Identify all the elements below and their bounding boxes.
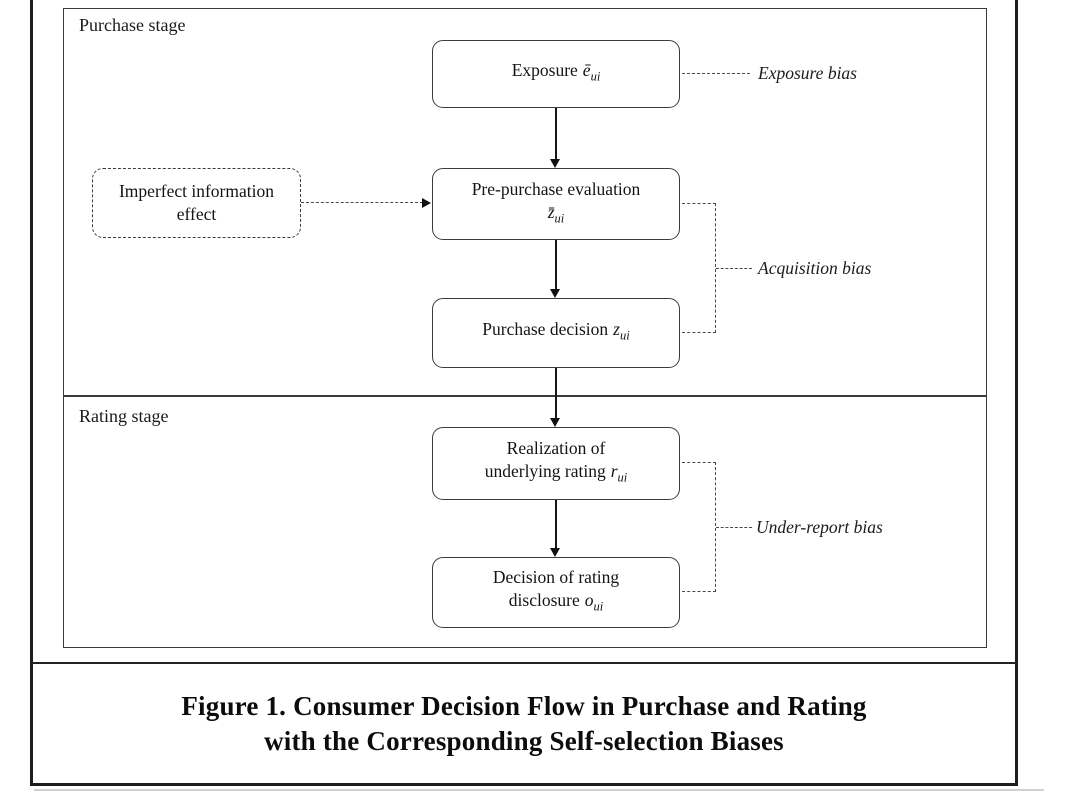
arrow-exposure-to-prepurchase	[555, 108, 557, 163]
caption-top-border	[30, 662, 1018, 664]
acquisition-bias-label: Acquisition bias	[758, 258, 872, 278]
purchase-stage-label: Purchase stage	[79, 15, 186, 35]
prepurchase-line1: Pre-purchase evaluation	[471, 178, 641, 199]
under-report-bias-connector	[716, 527, 752, 528]
next-element-partial-line	[34, 789, 1044, 791]
exposure-bias-connector	[682, 73, 750, 74]
arrowhead-decision-to-realization	[550, 418, 560, 427]
dashed-arrowhead-imperfect-to-prepurchase	[422, 198, 431, 208]
under-report-bracket-vertical	[715, 462, 716, 592]
prepurchase-evaluation-node: Pre-purchase evaluation z̄ui	[432, 168, 680, 240]
acquisition-bracket-bottom-stub	[682, 332, 716, 333]
acquisition-bracket-top-stub	[682, 203, 716, 204]
diagram-frame	[63, 8, 987, 648]
exposure-bias-label: Exposure bias	[758, 63, 857, 83]
under-report-bracket-top-stub	[682, 462, 716, 463]
figure-caption: Figure 1. Consumer Decision Flow in Purc…	[30, 664, 1018, 784]
imperfect-information-line1: Imperfect information	[118, 181, 274, 201]
arrowhead-exposure-to-prepurchase	[550, 159, 560, 168]
imperfect-information-line2: effect	[176, 204, 217, 224]
prepurchase-math: z̄ui	[547, 201, 565, 226]
arrow-prepurchase-to-decision	[555, 240, 557, 290]
acquisition-bias-connector	[716, 268, 752, 269]
arrow-realization-to-disclosure	[555, 500, 557, 549]
figure-caption-line1: Figure 1. Consumer Decision Flow in Purc…	[181, 691, 867, 721]
under-report-bracket-bottom-stub	[682, 591, 716, 592]
disclosure-line1: Decision of rating	[492, 567, 620, 588]
realization-line1: Realization of	[506, 438, 606, 459]
under-report-bias-label: Under-report bias	[756, 517, 883, 537]
dashed-arrow-imperfect-to-prepurchase	[301, 202, 423, 203]
stage-divider-line	[63, 395, 987, 397]
arrowhead-prepurchase-to-decision	[550, 289, 560, 298]
figure-caption-line2: with the Corresponding Self-selection Bi…	[264, 726, 784, 756]
arrow-decision-to-realization	[555, 368, 557, 419]
outer-page-frame	[30, 0, 1018, 786]
arrowhead-realization-to-disclosure	[550, 548, 560, 557]
acquisition-bracket-vertical	[715, 203, 716, 333]
imperfect-information-node: Imperfect information effect	[92, 168, 301, 238]
rating-stage-label: Rating stage	[79, 406, 169, 426]
